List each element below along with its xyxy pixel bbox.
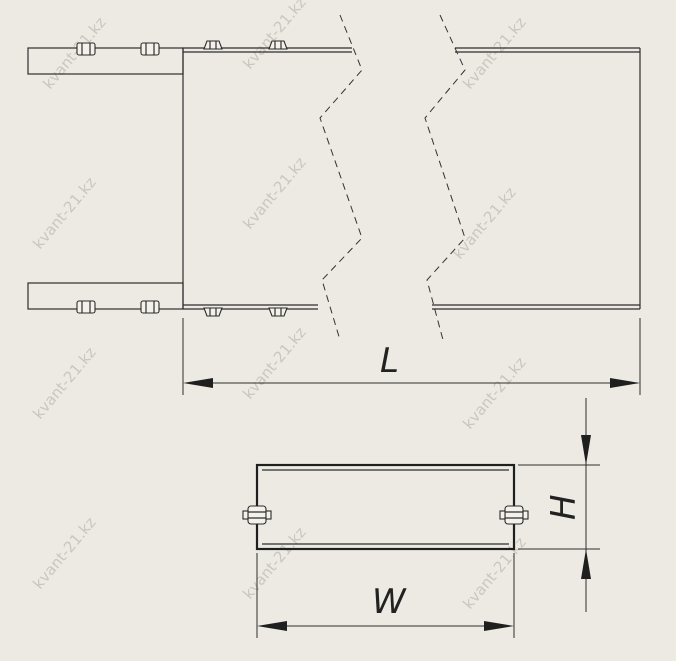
bolt-icon	[203, 307, 223, 317]
watermark: kvant-21.kz	[239, 154, 309, 233]
bolt-icon	[242, 505, 272, 525]
length-dimension: L	[182, 318, 641, 395]
watermark: kvant-21.kz	[29, 514, 99, 593]
bolt-icon	[268, 307, 288, 317]
arrow-left-icon	[257, 621, 287, 631]
bolt-icon	[268, 40, 288, 50]
watermark: kvant-21.kz	[239, 324, 309, 403]
watermark: kvant-21.kz	[459, 534, 529, 613]
bolt-icon	[76, 300, 96, 314]
section-view: H W	[242, 398, 600, 638]
watermark: kvant-21.kz	[239, 524, 309, 603]
watermark: kvant-21.kz	[239, 0, 309, 73]
bolt-icon	[499, 505, 529, 525]
break-line-left	[319, 14, 363, 341]
arrow-up-icon	[581, 549, 591, 579]
bolt-row-bottom	[76, 300, 288, 317]
height-label: H	[544, 494, 584, 520]
bolt-icon	[76, 42, 96, 56]
bolt-icon	[140, 42, 160, 56]
bottom-connector-plate	[27, 282, 184, 310]
bolt-icon	[140, 300, 160, 314]
arrow-right-icon	[484, 621, 514, 631]
arrow-right-icon	[610, 378, 640, 388]
watermark: kvant-21.kz	[29, 344, 99, 423]
length-label: L	[380, 341, 399, 381]
watermark: kvant-21.kz	[29, 174, 99, 253]
bolt-icon	[203, 40, 223, 50]
width-label: W	[372, 582, 407, 622]
top-view: L	[27, 14, 641, 395]
bolt-row-top	[76, 40, 288, 56]
width-dimension: W	[256, 553, 515, 638]
break-line-right	[424, 14, 466, 341]
watermark-layer: kvant-21.kz kvant-21.kz kvant-21.kz kvan…	[29, 0, 529, 613]
height-dimension: H	[518, 398, 600, 612]
arrow-left-icon	[183, 378, 213, 388]
arrow-down-icon	[581, 435, 591, 465]
watermark: kvant-21.kz	[459, 354, 529, 433]
watermark: kvant-21.kz	[39, 14, 109, 93]
watermark: kvant-21.kz	[459, 14, 529, 93]
